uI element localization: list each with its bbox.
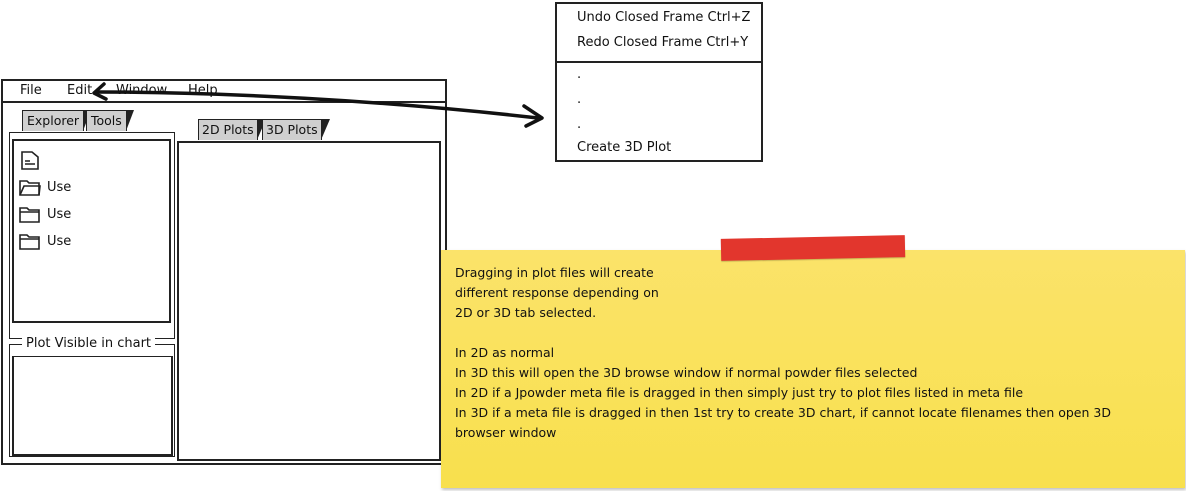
tree-item-label: Use	[47, 179, 72, 195]
menu-item-placeholder[interactable]: .	[577, 67, 582, 82]
plot-visible-list[interactable]	[12, 356, 173, 456]
note-line: In 3D if a meta file is dragged in then …	[455, 405, 1111, 420]
menu-item-redo-closed-frame[interactable]: Redo Closed Frame Ctrl+Y	[577, 35, 749, 50]
note-line: Dragging in plot files will create	[455, 265, 654, 280]
document-icon	[21, 150, 39, 170]
tree-item-folder[interactable]: Use	[19, 177, 71, 197]
note-line: different response depending on	[455, 285, 659, 300]
folder-icon	[19, 206, 40, 223]
edit-menu-dropdown: Undo Closed Frame Ctrl+Z Redo Closed Fra…	[555, 2, 763, 162]
tree-item-label: Use	[47, 206, 72, 222]
plot-area[interactable]	[177, 141, 441, 461]
folder-open-icon	[19, 179, 41, 196]
menu-item-create-3d-plot[interactable]: Create 3D Plot	[577, 140, 672, 155]
note-line: browser window	[455, 425, 557, 440]
menu-file[interactable]: File	[20, 83, 42, 98]
tree-item-folder[interactable]: Use	[19, 231, 71, 251]
menu-item-placeholder[interactable]: .	[577, 117, 582, 132]
note-line: In 2D as normal	[455, 345, 555, 360]
plot-visible-group: Plot Visible in chart	[9, 336, 175, 457]
note-line: 2D or 3D tab selected.	[455, 305, 597, 320]
tab-3d-plots[interactable]: 3D Plots	[262, 119, 330, 140]
explorer-tree: Use Use Use	[12, 139, 171, 323]
menu-edit[interactable]: Edit	[67, 83, 93, 98]
menu-item-placeholder[interactable]: .	[577, 92, 582, 107]
note-line: In 3D this will open the 3D browse windo…	[455, 365, 918, 380]
tree-item-label: Use	[47, 233, 72, 249]
tab-explorer[interactable]: Explorer	[22, 110, 92, 131]
tab-tools[interactable]: Tools	[86, 110, 134, 131]
menu-item-undo-closed-frame[interactable]: Undo Closed Frame Ctrl+Z	[577, 10, 751, 25]
note-line: In 2D if a Jpowder meta file is dragged …	[455, 385, 1024, 400]
sticky-note: Dragging in plot files will create diffe…	[441, 250, 1185, 488]
tree-item-folder[interactable]: Use	[19, 204, 71, 224]
tab-2d-plots[interactable]: 2D Plots	[198, 119, 266, 140]
plot-group-title: Plot Visible in chart	[22, 336, 156, 352]
tree-item-document[interactable]	[19, 150, 47, 170]
folder-icon	[19, 233, 40, 250]
tape-strip	[720, 235, 906, 261]
app-window: File Edit Window Help Explorer Tools Use	[1, 79, 447, 465]
menu-separator	[557, 61, 761, 63]
menu-window[interactable]: Window	[116, 83, 168, 98]
menu-help[interactable]: Help	[188, 83, 218, 98]
menu-bar: File Edit Window Help	[3, 81, 445, 103]
